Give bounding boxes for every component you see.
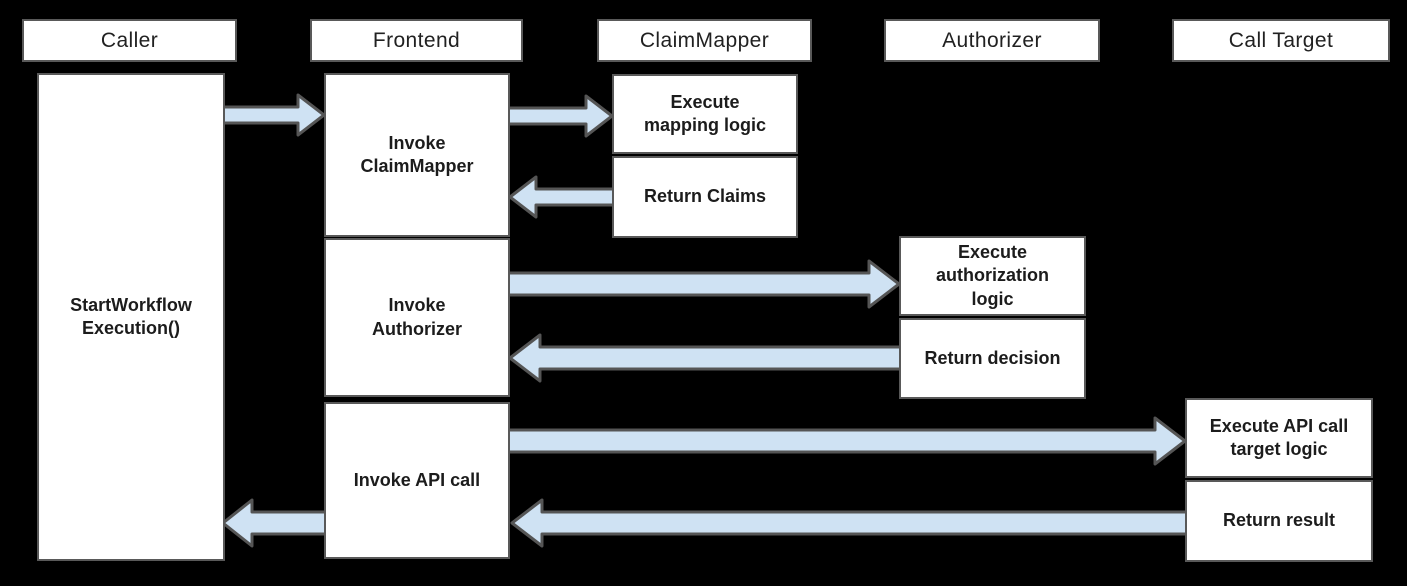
- calltarget-step-return-result: Return result: [1185, 480, 1373, 562]
- calltarget-step-return-result-label: Return result: [1222, 510, 1336, 531]
- frontend-step-invoke-api-call-label: Invoke API call: [353, 469, 481, 490]
- frontend-step-invoke-claimmapper: Invoke ClaimMapper: [324, 73, 510, 237]
- claimmapper-step-execute-mapping-logic: Execute mapping logic: [612, 74, 798, 154]
- lane-header-caller: Caller: [22, 19, 237, 62]
- lane-header-calltarget-label: Call Target: [1228, 28, 1334, 52]
- claimmapper-step-execute-mapping-logic-label: Execute mapping logic: [643, 91, 766, 135]
- caller-activity-label: StartWorkflow Execution(): [70, 294, 192, 338]
- authorizer-step-execute-authorization-logic: Execute authorization logic: [899, 236, 1086, 316]
- lane-header-authorizer: Authorizer: [884, 19, 1100, 62]
- arrow-caller-to-frontend: [220, 93, 326, 137]
- arrow-frontend-to-claimmapper: [506, 94, 614, 138]
- lane-header-frontend-label: Frontend: [372, 28, 461, 52]
- calltarget-step-execute-api-call-target-logic-label: Execute API call target logic: [1209, 415, 1349, 459]
- frontend-step-invoke-authorizer-label: Invoke Authorizer: [372, 295, 462, 339]
- calltarget-step-execute-api-call-target-logic: Execute API call target logic: [1185, 398, 1373, 478]
- lane-header-caller-label: Caller: [100, 28, 159, 52]
- claimmapper-step-return-claims-label: Return Claims: [643, 186, 767, 207]
- authorizer-step-return-decision-label: Return decision: [924, 347, 1061, 368]
- arrow-calltarget-to-frontend: [510, 498, 1189, 548]
- lane-header-authorizer-label: Authorizer: [942, 28, 1042, 52]
- arrow-claimmapper-to-frontend: [508, 175, 616, 219]
- authorizer-step-return-decision: Return decision: [899, 318, 1086, 399]
- lane-header-calltarget: Call Target: [1172, 19, 1390, 62]
- lane-header-claimmapper: ClaimMapper: [597, 19, 812, 62]
- arrow-frontend-to-authorizer: [506, 259, 901, 309]
- frontend-step-invoke-authorizer: Invoke Authorizer: [324, 238, 510, 397]
- frontend-step-invoke-claimmapper-label: Invoke ClaimMapper: [360, 132, 474, 176]
- arrow-frontend-to-calltarget: [506, 416, 1187, 466]
- arrow-frontend-to-caller: [221, 498, 328, 548]
- authorizer-step-execute-authorization-logic-label: Execute authorization logic: [936, 241, 1049, 309]
- arrow-authorizer-to-frontend: [508, 333, 903, 383]
- lane-header-claimmapper-label: ClaimMapper: [639, 28, 770, 52]
- caller-activity-box: StartWorkflow Execution(): [37, 73, 225, 561]
- lane-header-frontend: Frontend: [310, 19, 523, 62]
- claimmapper-step-return-claims: Return Claims: [612, 156, 798, 238]
- frontend-step-invoke-api-call: Invoke API call: [324, 402, 510, 559]
